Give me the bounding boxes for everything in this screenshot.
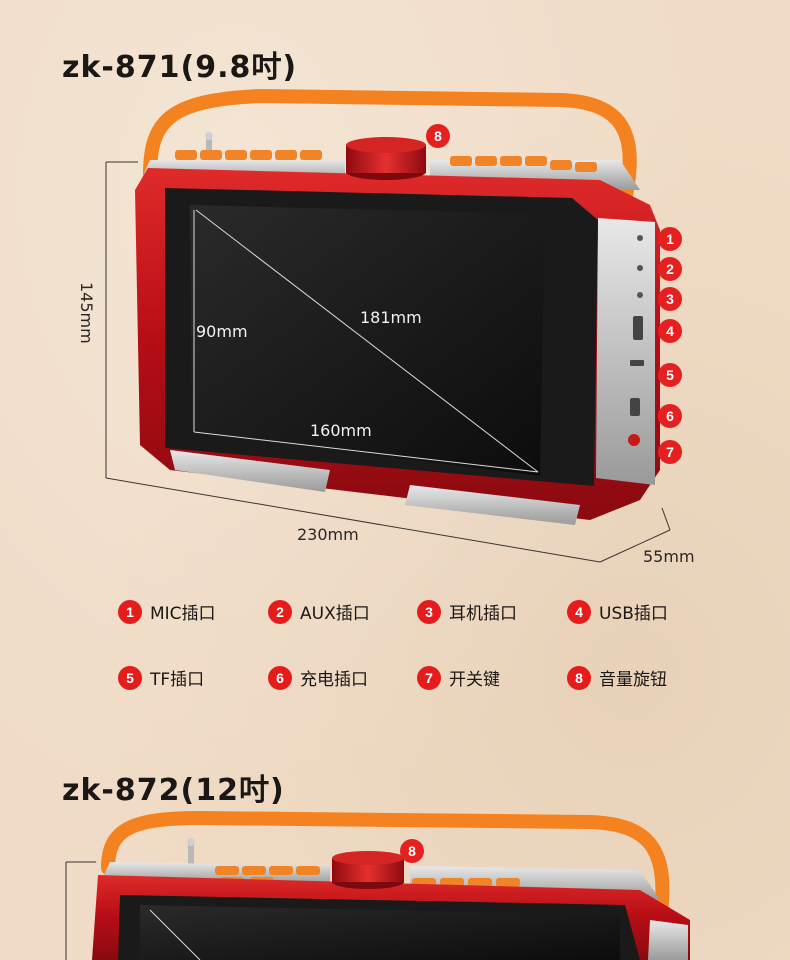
callout-6: 6 — [658, 404, 682, 428]
carry-handle-2 — [101, 810, 670, 927]
legend-number: 1 — [118, 599, 142, 624]
antenna — [205, 132, 213, 158]
legend-label: MIC插口 — [150, 604, 216, 624]
legend-label: TF插口 — [150, 670, 205, 690]
product-title-zk871: zk-871(9.8吋) — [62, 50, 298, 85]
callout-5: 5 — [658, 363, 682, 387]
callout-8-product2: 8 — [400, 839, 424, 863]
legend-label: 开关键 — [449, 670, 500, 690]
legend-label: AUX插口 — [300, 604, 370, 624]
screen-height-label: 90mm — [196, 322, 248, 341]
legend-label: 音量旋钮 — [599, 670, 667, 690]
legend-item-aux: 2 AUX插口 — [268, 599, 370, 624]
legend-item-charging: 6 充电插口 — [268, 665, 368, 690]
callout-7: 7 — [658, 440, 682, 464]
legend-number: 2 — [268, 599, 292, 624]
legend-item-mic: 1 MIC插口 — [118, 599, 216, 624]
callout-2: 2 — [658, 257, 682, 281]
legend-item-volume: 8 音量旋钮 — [567, 665, 667, 690]
volume-knob — [346, 137, 426, 180]
depth-dimension-label: 55mm — [643, 547, 695, 566]
legend-item-headphone: 3 耳机插口 — [417, 599, 517, 624]
legend-label: 充电插口 — [300, 670, 368, 690]
callout-3: 3 — [658, 287, 682, 311]
legend-number: 3 — [417, 599, 441, 624]
callout-4: 4 — [658, 319, 682, 343]
legend-label: USB插口 — [599, 604, 668, 624]
product-title-zk872: zk-872(12吋) — [62, 773, 285, 808]
legend-number: 5 — [118, 665, 142, 690]
screen-width-label: 160mm — [310, 421, 372, 440]
legend-item-usb: 4 USB插口 — [567, 599, 668, 624]
top-buttons — [175, 150, 597, 172]
callout-8: 8 — [426, 124, 450, 148]
side-panel — [596, 218, 655, 485]
legend-item-tf: 5 TF插口 — [118, 665, 204, 690]
dimension-lines — [105, 161, 671, 563]
legend-label: 耳机插口 — [449, 604, 517, 624]
legend-number: 8 — [567, 665, 591, 690]
legend-number: 6 — [268, 665, 292, 690]
volume-knob-2 — [332, 851, 404, 889]
width-dimension-label: 230mm — [297, 525, 359, 544]
screen — [190, 205, 545, 476]
callout-1: 1 — [658, 227, 682, 251]
antenna-2 — [187, 838, 195, 864]
legend-number: 7 — [417, 665, 441, 690]
legend-number: 4 — [567, 599, 591, 624]
screen-diagonal-label: 181mm — [360, 308, 422, 327]
height-dimension-label: 145mm — [77, 282, 96, 344]
carry-handle — [143, 88, 637, 207]
legend-item-power: 7 开关键 — [417, 665, 500, 690]
side-ports — [628, 235, 644, 446]
diagonal-line — [195, 209, 539, 473]
